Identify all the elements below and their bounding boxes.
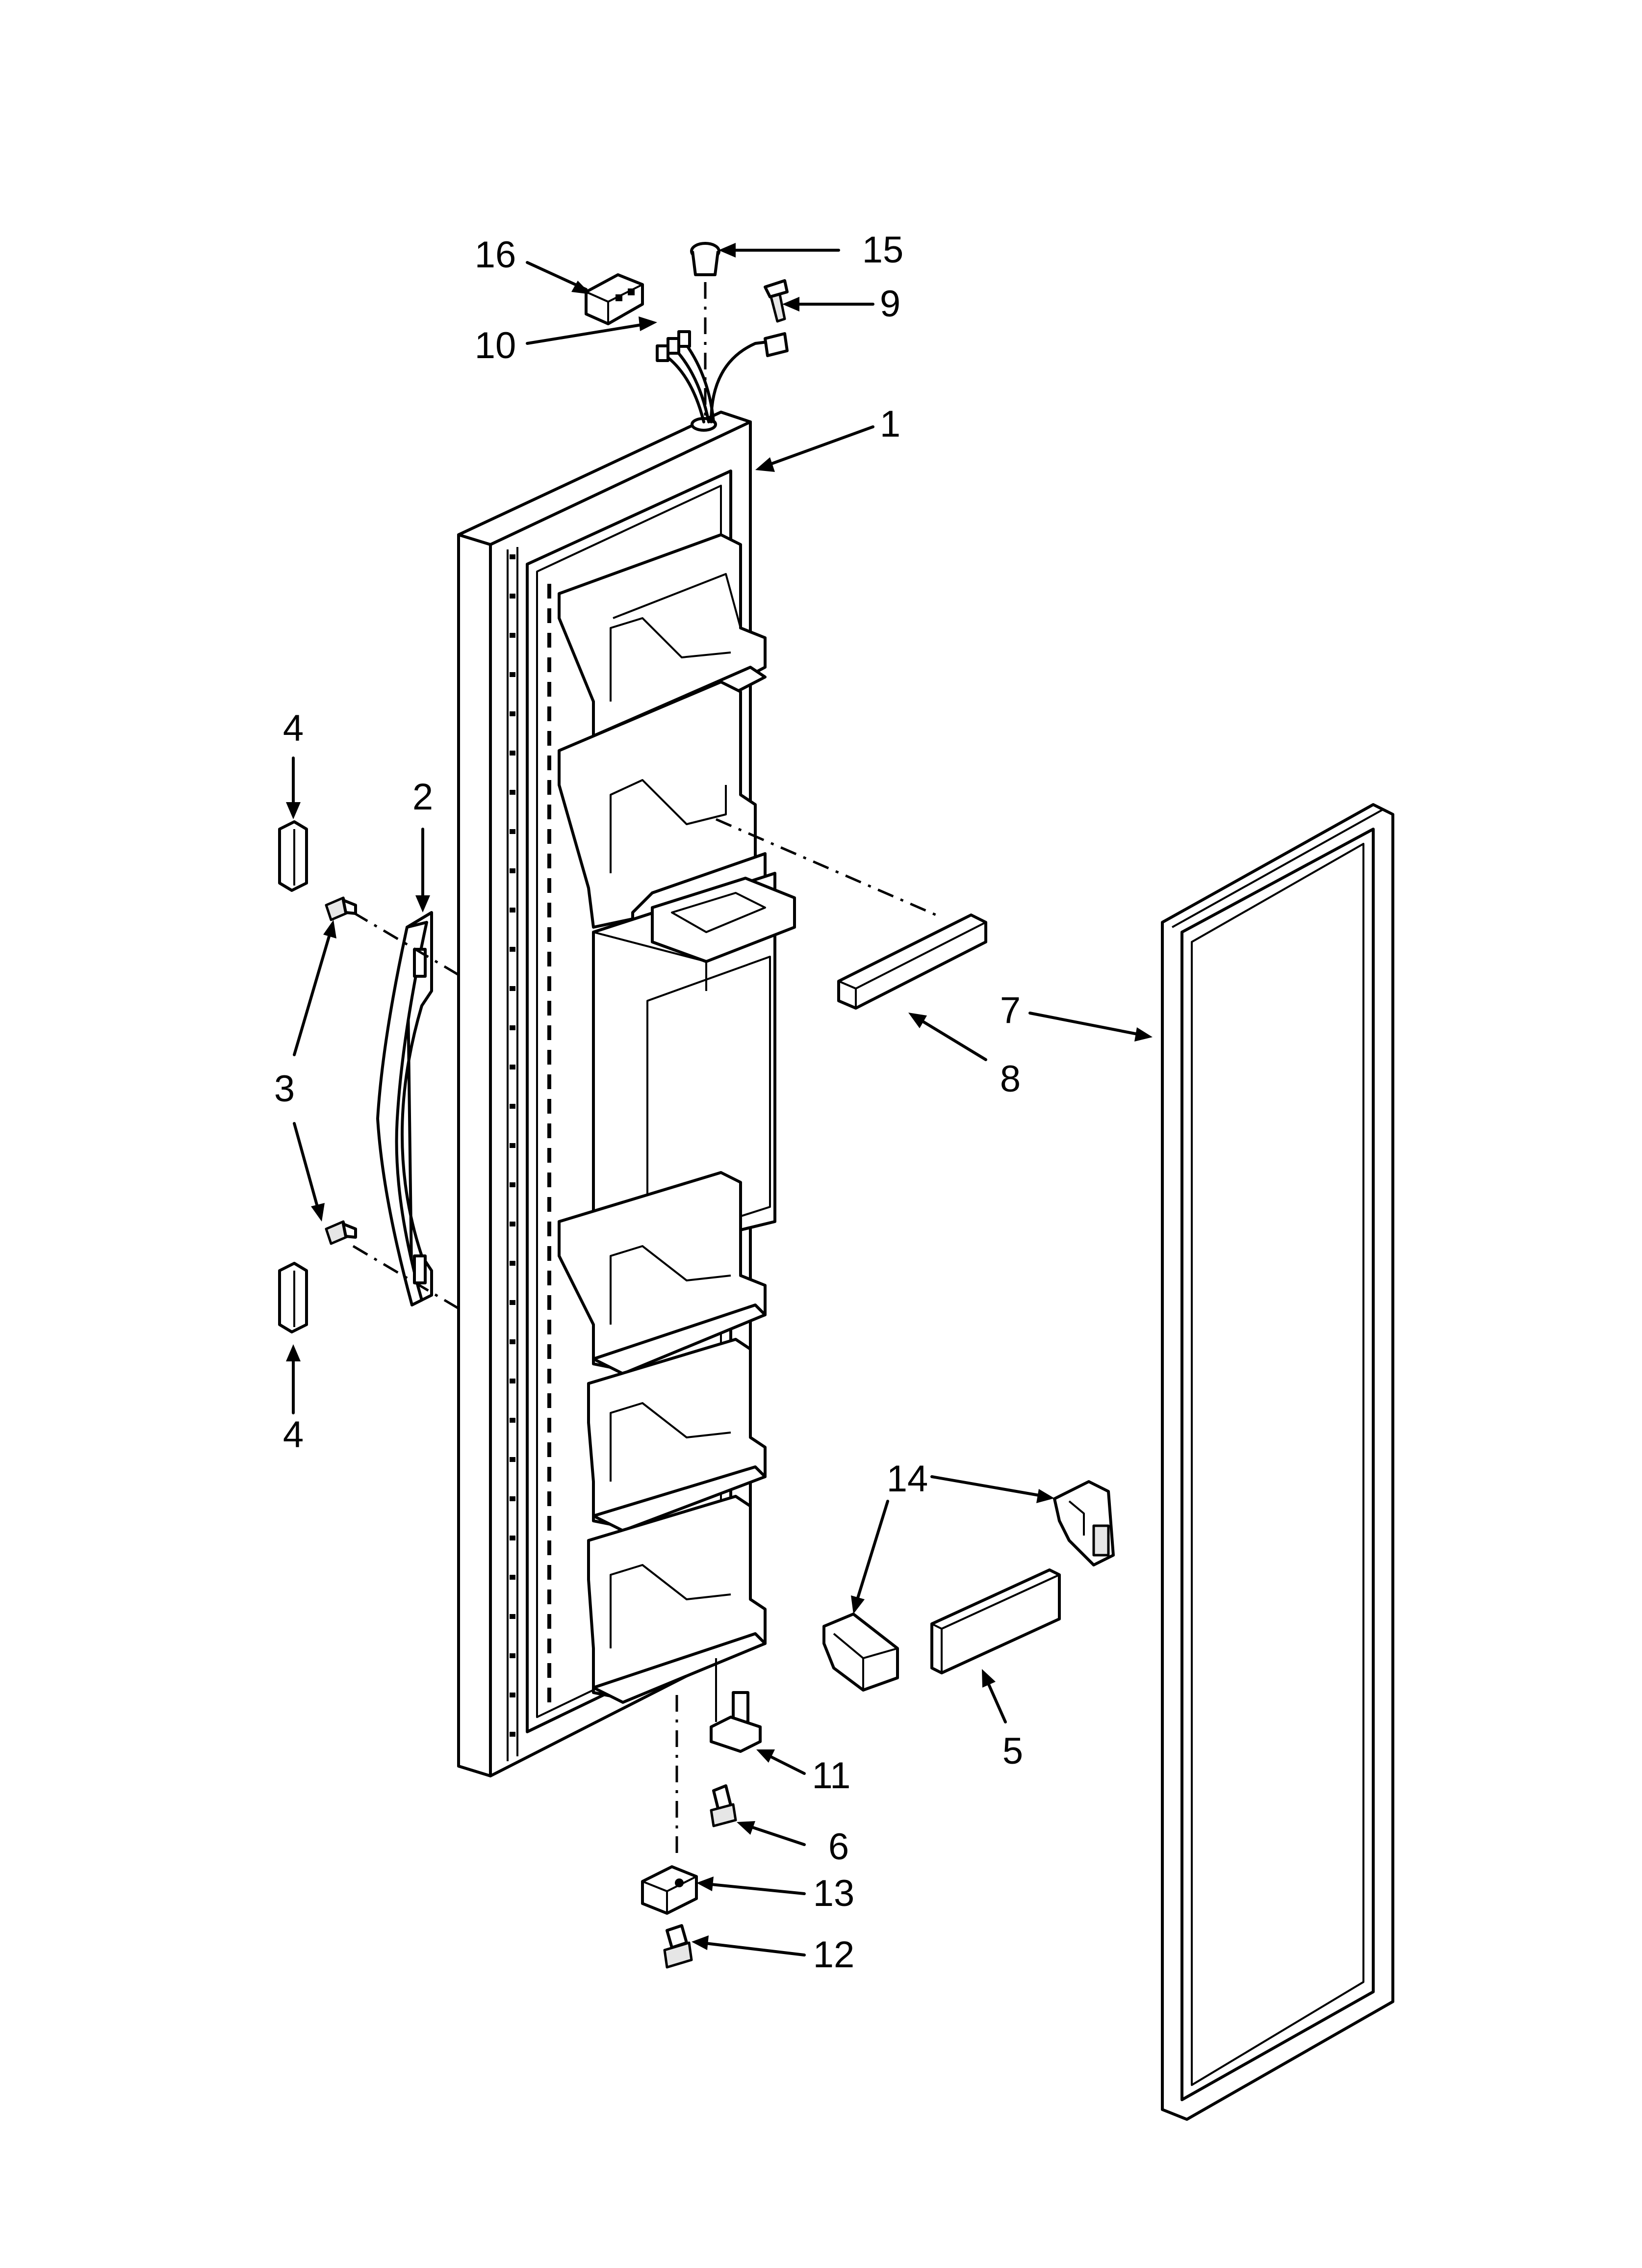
callout-11: 11 (812, 1755, 851, 1797)
wire-harness (656, 330, 789, 423)
ground-screw (764, 279, 789, 323)
callout-3: 3 (274, 1068, 295, 1110)
door-edge-holes (507, 547, 551, 1761)
leader-lines (286, 243, 1153, 1956)
callout-13: 13 (813, 1873, 855, 1914)
hinge-pin (710, 1658, 762, 1753)
callout-12: 12 (813, 1934, 855, 1976)
callout-14: 14 (887, 1458, 928, 1500)
hinge-cap-left (822, 1613, 899, 1692)
callout-4-lower: 4 (283, 1414, 304, 1456)
callout-9: 9 (880, 283, 900, 325)
hinge-bolt (663, 1924, 693, 1969)
callout-4-upper: 4 (283, 707, 304, 749)
callout-1: 1 (880, 403, 900, 445)
bottom-hinge (641, 1695, 698, 1915)
handle-screw-upper (325, 896, 357, 921)
door-handle (352, 911, 462, 1311)
dispenser-trim (716, 818, 987, 1010)
callout-labels: 16 15 9 10 1 2 4 3 4 7 8 14 5 11 6 13 12 (274, 229, 1023, 1976)
callout-10: 10 (475, 325, 516, 366)
hinge-cap-right (1053, 1480, 1115, 1566)
callout-8: 8 (1000, 1058, 1021, 1100)
handle-screw-lower (325, 1220, 357, 1245)
door-gasket (1161, 803, 1394, 2121)
callout-16: 16 (475, 234, 516, 276)
door-bins (558, 533, 796, 1704)
door-assembly (457, 411, 796, 1777)
trim-cap-lower (278, 1262, 308, 1333)
hinge-screw (710, 1784, 737, 1827)
callout-2: 2 (412, 776, 433, 818)
callout-7: 7 (1000, 990, 1021, 1031)
hinge-cover (930, 1568, 1061, 1674)
callout-15: 15 (862, 229, 904, 271)
callout-5: 5 (1002, 1730, 1023, 1772)
wire-connector (585, 273, 644, 325)
trim-cap-upper (278, 820, 308, 892)
hole-plug (690, 242, 720, 417)
callout-6: 6 (828, 1826, 849, 1868)
